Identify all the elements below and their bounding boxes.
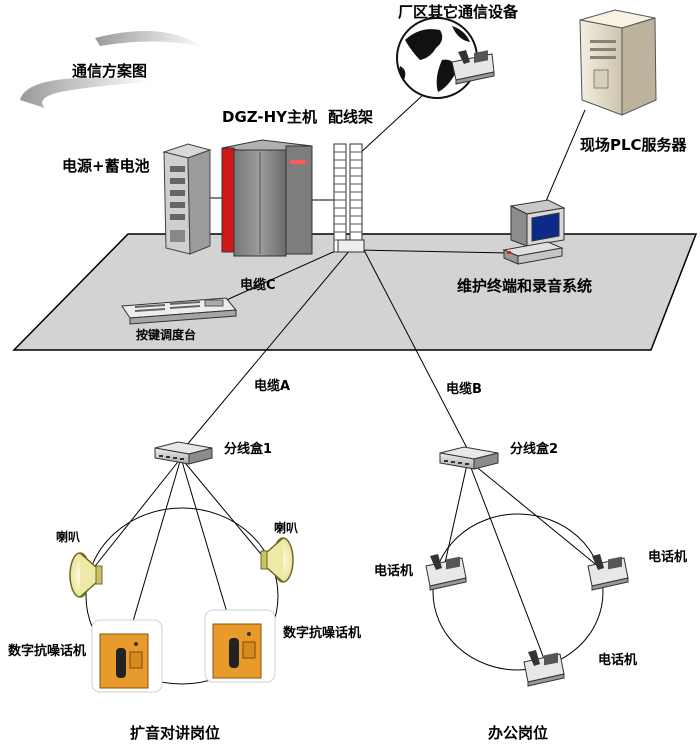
label-phone-2: 电话机 — [648, 550, 688, 565]
label-junction-box-2: 分线盒2 — [510, 442, 559, 457]
label-phone-3: 电话机 — [598, 653, 638, 668]
label-cable-c: 电缆C — [240, 278, 276, 293]
broadcast-loop — [85, 507, 279, 685]
label-area-broadcast: 扩音对讲岗位 — [130, 724, 221, 742]
label-plc-server: 现场PLC服务器 — [580, 136, 687, 154]
power-supply-icon — [162, 143, 212, 255]
label-cable-b: 电缆B — [446, 382, 482, 397]
label-dispatch-console: 按键调度台 — [136, 328, 197, 342]
label-host: DGZ-HY主机 — [222, 108, 318, 126]
industrial-phone-icon — [91, 619, 163, 693]
junction-box-icon — [154, 441, 213, 465]
label-speaker-right: 喇叭 — [274, 521, 299, 535]
computer-icon — [502, 199, 566, 265]
horn-speaker-icon — [260, 537, 294, 583]
label-phone-1: 电话机 — [374, 564, 414, 579]
label-maintenance-terminal: 维护终端和录音系统 — [457, 277, 593, 295]
label-phone-noise-right: 数字抗噪话机 — [283, 626, 362, 641]
title-swoosh — [20, 30, 205, 108]
console-icon — [121, 297, 238, 325]
label-speaker-left: 喇叭 — [56, 530, 81, 544]
server-tower-icon — [579, 9, 657, 116]
label-area-office: 办公岗位 — [488, 724, 549, 742]
label-factory-devices: 厂区其它通信设备 — [398, 3, 519, 21]
patch-frame-icon — [333, 143, 365, 253]
label-distribution-frame: 配线架 — [328, 108, 374, 126]
desk-phone-icon — [425, 554, 467, 591]
host-cabinet-icon — [221, 139, 313, 257]
desk-phone-icon — [523, 650, 565, 687]
label-power-battery: 电源+蓄电池 — [62, 157, 150, 175]
diagram-title: 通信方案图 — [72, 62, 148, 80]
label-phone-noise-left: 数字抗噪话机 — [8, 644, 87, 659]
industrial-phone-icon — [204, 609, 276, 683]
junction-box-icon — [439, 446, 499, 470]
label-junction-box-1: 分线盒1 — [224, 442, 273, 457]
desk-phone-icon — [587, 554, 629, 591]
horn-speaker-icon — [69, 552, 103, 598]
office-loop — [432, 513, 604, 671]
desk-phone-icon — [451, 50, 495, 85]
label-cable-a: 电缆A — [254, 379, 291, 394]
